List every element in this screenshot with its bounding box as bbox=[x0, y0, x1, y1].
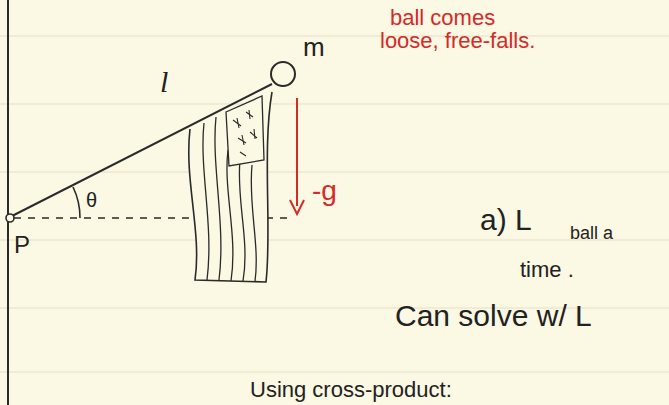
subscript-text: ball a bbox=[570, 223, 613, 243]
pole-stick bbox=[12, 84, 272, 216]
point-label-holder: P bbox=[14, 232, 30, 257]
question-text-holder: a) L bbox=[480, 204, 532, 236]
point-label: P bbox=[14, 231, 30, 258]
gravity-label-holder: -g bbox=[312, 176, 337, 205]
mass-label: m bbox=[303, 32, 325, 62]
wall-line bbox=[7, 0, 9, 405]
flag-star-field bbox=[226, 96, 264, 166]
length-label: l bbox=[160, 65, 168, 98]
subscript-text-holder: ball a bbox=[570, 224, 613, 243]
flag-stars bbox=[233, 110, 257, 156]
ball bbox=[271, 62, 295, 86]
pivot-point bbox=[6, 214, 14, 222]
question-text-holder: time . bbox=[520, 258, 574, 281]
gravity-arrow-head bbox=[290, 200, 304, 214]
gravity-label: -g bbox=[312, 175, 337, 206]
angle-label: θ bbox=[86, 189, 97, 211]
red-note: ball comes loose, free-falls. bbox=[380, 5, 535, 53]
length-label-holder: l bbox=[160, 66, 168, 98]
gravity-arrow-shaft bbox=[296, 98, 298, 206]
angle-label-holder: θ bbox=[86, 190, 97, 211]
red-note-holder: ball comes loose, free-falls. bbox=[380, 6, 610, 52]
mass-label-holder: m bbox=[303, 34, 325, 61]
line-spacer bbox=[510, 6, 610, 28]
angle-arc bbox=[73, 187, 80, 218]
note-text-holder: Can solve w/ L bbox=[395, 300, 592, 332]
question-text: time . bbox=[520, 257, 574, 282]
paper-rules bbox=[0, 36, 669, 372]
question-text: a) L bbox=[480, 203, 532, 236]
note-text-holder: Using cross-product: bbox=[250, 378, 452, 401]
note-text: Can solve w/ L bbox=[395, 299, 592, 332]
note-text: Using cross-product: bbox=[250, 377, 452, 402]
